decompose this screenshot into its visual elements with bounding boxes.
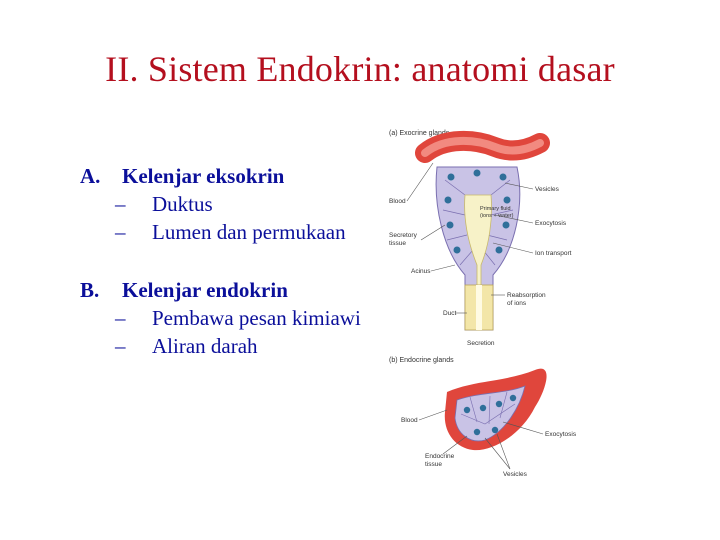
bullet-outline: A. Kelenjar eksokrin – Duktus – Lumen da… xyxy=(80,162,380,360)
outline-item-b: B. Kelenjar endokrin xyxy=(80,276,380,304)
label-duct: Duct xyxy=(443,310,457,317)
outline-heading-b: Kelenjar endokrin xyxy=(122,278,288,302)
label-secretion: Secretion xyxy=(467,340,495,347)
label-primary-fluid-2: (ions + water) xyxy=(480,213,514,219)
exocrine-gland-diagram: (a) Exocrine glands xyxy=(389,130,572,347)
outline-subitem-text: Pembawa pesan kimiawi xyxy=(152,306,361,330)
label-endocrine-tissue: Endocrine xyxy=(425,453,455,460)
label-secretory-2: tissue xyxy=(389,240,406,247)
outline-subitem-text: Lumen dan permukaan xyxy=(152,220,346,244)
label-exocytosis: Exocytosis xyxy=(545,431,577,438)
label-reabsorption-2: of ions xyxy=(507,300,527,307)
outline-subitem: – Aliran darah xyxy=(80,332,380,360)
outline-subitem: – Lumen dan permukaan xyxy=(80,218,380,246)
outline-subitem: – Duktus xyxy=(80,190,380,218)
dash-bullet: – xyxy=(115,306,126,330)
endocrine-tissue xyxy=(454,385,526,442)
cell-walls xyxy=(460,391,516,425)
outline-marker-b: B. xyxy=(80,278,100,302)
nuclei xyxy=(444,169,511,254)
cell-walls xyxy=(442,179,514,266)
label-vesicles: Vesicles xyxy=(503,471,528,478)
dash-bullet: – xyxy=(115,334,126,358)
label-vesicles: Vesicles xyxy=(535,186,560,193)
exocrine-caption: (a) Exocrine glands xyxy=(389,130,450,137)
label-blood: Blood xyxy=(401,417,418,424)
blood-vessel-highlight xyxy=(421,136,544,157)
label-ion-transport: Ion transport xyxy=(535,250,572,257)
leader-lines xyxy=(418,409,544,470)
label-reabsorption: Reabsorption xyxy=(507,292,546,299)
duct-lumen xyxy=(476,285,482,330)
slide-title: II. Sistem Endokrin: anatomi dasar xyxy=(105,49,615,89)
label-blood: Blood xyxy=(389,198,406,205)
label-primary-fluid: Primary fluid xyxy=(480,206,511,212)
outline-subitem-text: Aliran darah xyxy=(152,334,258,358)
endocrine-caption: (b) Endocrine glands xyxy=(389,357,454,364)
nuclei xyxy=(463,394,517,436)
label-secretory: Secretory xyxy=(389,232,418,239)
endocrine-gland-figure: (b) Endocrine glands Blood Exocytosis En… xyxy=(385,352,585,482)
outline-marker-a: A. xyxy=(80,164,101,188)
dash-bullet: – xyxy=(115,220,126,244)
outline-item-a: A. Kelenjar eksokrin xyxy=(80,162,380,190)
exocrine-gland-figure: (a) Exocrine glands xyxy=(385,125,585,350)
dash-bullet: – xyxy=(115,192,126,216)
endocrine-gland-diagram: (b) Endocrine glands Blood Exocytosis En… xyxy=(389,357,577,478)
leader-lines xyxy=(406,162,534,314)
outline-subitem: – Pembawa pesan kimiawi xyxy=(80,304,380,332)
label-exocytosis: Exocytosis xyxy=(535,220,567,227)
label-endocrine-tissue-2: tissue xyxy=(425,461,442,468)
outline-heading-a: Kelenjar eksokrin xyxy=(122,164,285,188)
label-acinus: Acinus xyxy=(411,268,431,275)
outline-subitem-text: Duktus xyxy=(152,192,213,216)
